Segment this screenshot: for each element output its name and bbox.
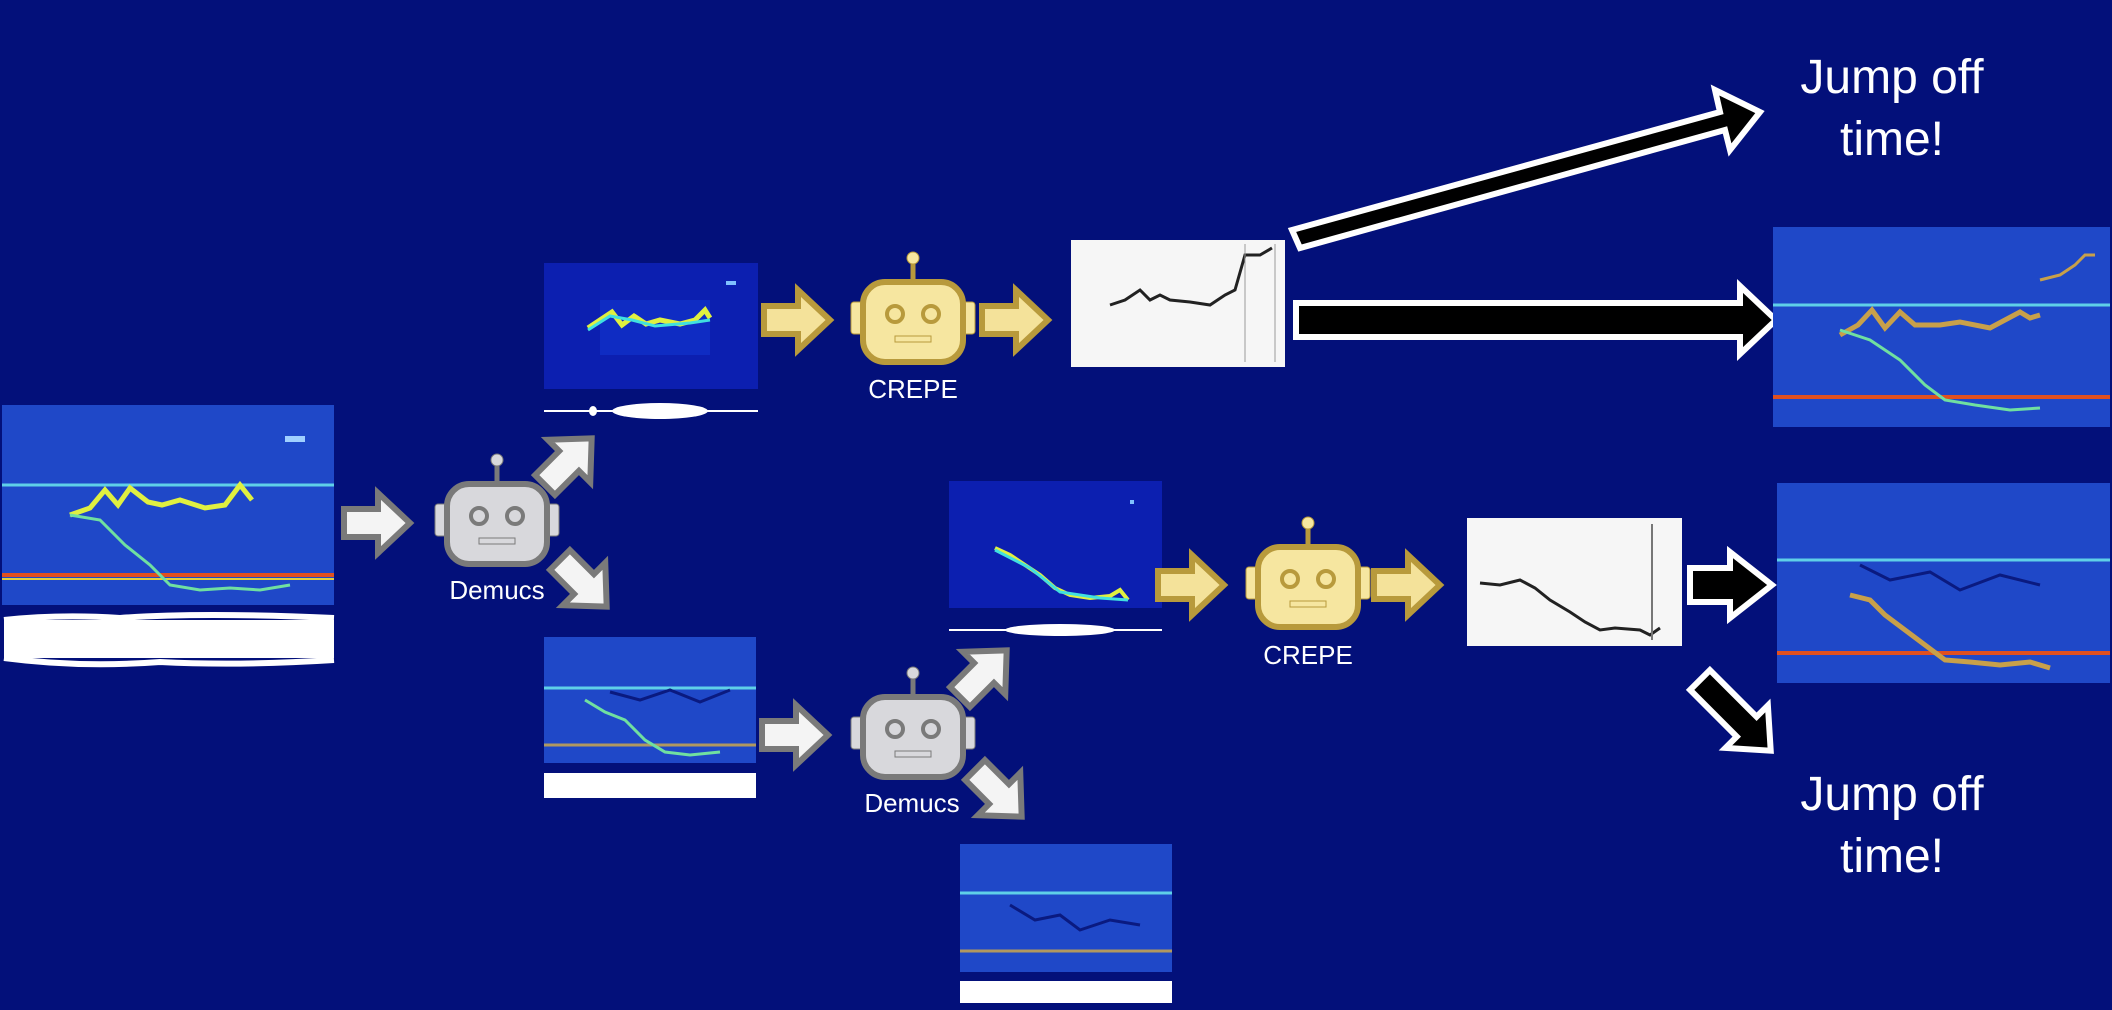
demucs-label-2: Demucs: [864, 788, 960, 818]
input-spectrogram: [2, 405, 334, 605]
crepe-robot-icon-1: [851, 252, 975, 362]
jump-off-label-bottom: Jump off time!: [1800, 768, 1984, 883]
arrow-icon: [762, 705, 828, 765]
pitch-plot-1: [1071, 240, 1285, 367]
crepe-label-1: CREPE: [868, 374, 958, 404]
residual-waveform-1: [544, 773, 756, 798]
arrow-icon: [982, 290, 1048, 350]
jump-off-label-top: Jump off time!: [1800, 51, 1984, 166]
output-spectrogram-1: [1773, 227, 2110, 427]
pitch-plot-2: [1467, 518, 1682, 646]
output-spectrogram-2: [1777, 483, 2110, 683]
crepe-robot-icon-2: [1246, 517, 1370, 627]
arrow-icon: [1687, 545, 1777, 625]
isolated-spectrogram-2: [949, 481, 1162, 608]
arrow-icon: [1293, 279, 1781, 361]
arrow-icon: [1685, 665, 1774, 754]
input-waveform: [3, 612, 335, 668]
isolated-waveform-1: [544, 403, 758, 419]
arrow-icon: [1287, 84, 1765, 252]
residual-waveform-2: [960, 981, 1172, 1003]
isolated-spectrogram-1: [544, 263, 758, 389]
demucs-label-1: Demucs: [449, 575, 545, 605]
arrow-icon: [344, 493, 410, 553]
arrow-icon: [764, 290, 830, 350]
residual-spectrogram-2: [960, 844, 1172, 972]
crepe-label-2: CREPE: [1263, 640, 1353, 670]
isolated-waveform-2: [949, 624, 1162, 636]
residual-spectrogram-1: [544, 637, 756, 763]
arrow-icon: [1158, 555, 1224, 615]
arrow-icon: [1374, 555, 1440, 615]
